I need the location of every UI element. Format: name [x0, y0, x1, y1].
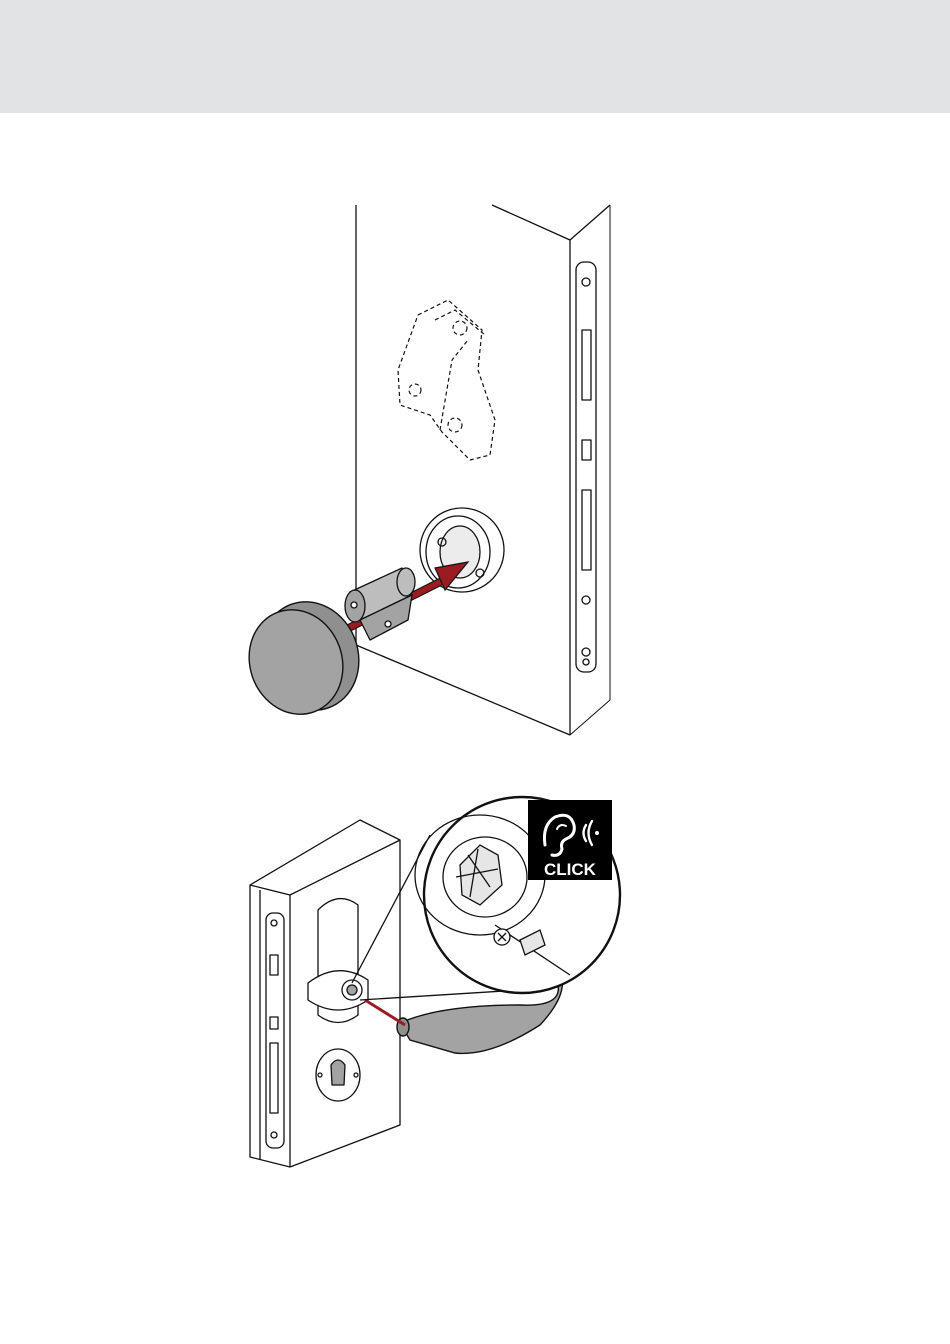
door-leaf: [356, 205, 570, 735]
lock-faceplate: [576, 262, 596, 672]
click-label: CLICK: [544, 860, 597, 879]
header-band: [0, 0, 950, 113]
knob-installation-figure: [230, 200, 630, 745]
lever-installation-figure: CLICK: [240, 795, 630, 1170]
click-badge: CLICK: [528, 800, 612, 880]
